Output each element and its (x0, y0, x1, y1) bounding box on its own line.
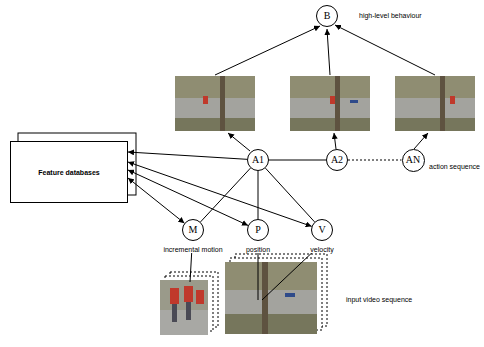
action-node: A2 (326, 149, 348, 171)
connector (128, 162, 312, 226)
action-node: A1 (247, 149, 269, 171)
action-node: AN (402, 149, 425, 172)
node-text: P (255, 225, 261, 235)
node-text: V (318, 225, 325, 235)
frame-arrow (228, 133, 250, 151)
node-text: B (324, 11, 331, 21)
connector (265, 168, 314, 222)
frame-arrow (215, 26, 320, 75)
connector (258, 171, 259, 219)
feature-node: V (311, 219, 333, 241)
video-frames (160, 272, 218, 335)
level-label: input video sequence (345, 296, 413, 303)
level-label: action sequence (428, 163, 481, 170)
node-text: Feature databases (38, 169, 99, 176)
frame-arrow (334, 133, 336, 149)
frame-arrow (335, 25, 435, 75)
frame-arrow (414, 133, 428, 149)
action-frame (395, 76, 475, 131)
node-text: A1 (252, 155, 264, 165)
video-frames (225, 254, 327, 334)
connector (269, 160, 326, 161)
node-text: AN (406, 155, 420, 165)
connector (348, 160, 402, 161)
action-frame (290, 76, 370, 131)
feature-node: M (182, 219, 204, 241)
action-frame (175, 76, 255, 131)
connector (128, 152, 247, 159)
frame-arrow (327, 29, 330, 75)
feature-node: P (247, 219, 269, 241)
feature-label: velocity (309, 246, 334, 253)
feature-label: position (245, 246, 271, 253)
node-text: A2 (331, 155, 343, 165)
feature-label: incremental motion (162, 246, 223, 253)
input-arrow (258, 247, 259, 300)
node-text: M (189, 225, 198, 235)
behaviour-node: B (316, 5, 338, 27)
input-arrow (262, 247, 318, 300)
connector (128, 178, 184, 223)
level-label: high-level behaviour (358, 12, 423, 19)
database-box: Feature databases (10, 141, 128, 203)
connector (200, 168, 250, 222)
